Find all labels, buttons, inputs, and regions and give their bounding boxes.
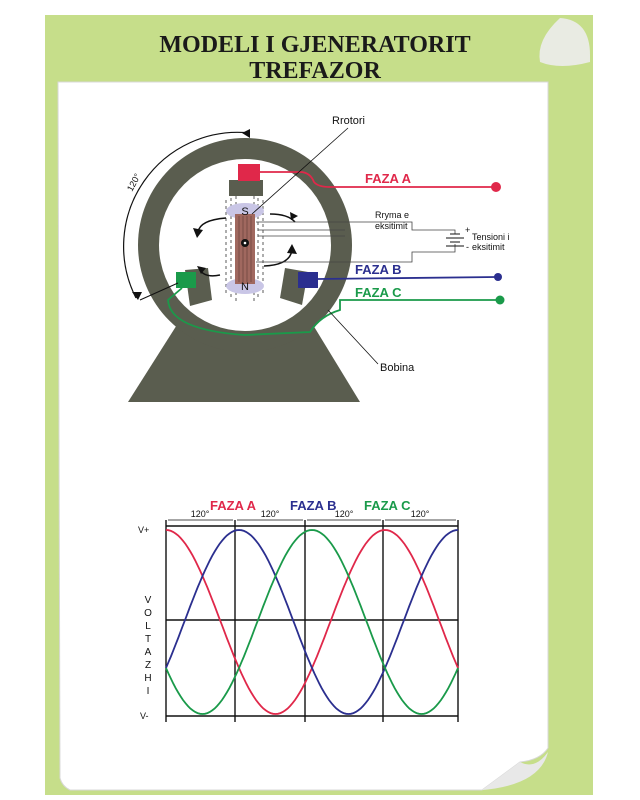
terminal-phase-c [495, 295, 505, 305]
angle-arc-arrowhead-top [242, 129, 250, 138]
label-faza-b: FAZA B [355, 262, 401, 277]
interval-label-1: 120° [191, 509, 210, 519]
label-excitation-current-1: Rryma e [375, 210, 409, 220]
rotation-arrowhead-right [287, 244, 297, 254]
label-rotor: Rrotori [332, 115, 365, 127]
coil-phase-b [298, 272, 318, 288]
battery-minus: - [466, 242, 469, 252]
excitation-battery [446, 233, 464, 247]
y-axis-letter: A [145, 647, 152, 658]
label-excitation-voltage-1: Tensioni i [472, 232, 510, 242]
wave-series-c [165, 529, 459, 715]
paper-fold [539, 18, 590, 66]
excitation-leads [256, 221, 456, 263]
wave-series-group [165, 529, 459, 715]
legend-faza-a: FAZA A [210, 498, 257, 513]
generator-diagram: S N 120° + - [123, 115, 510, 402]
generator-base [128, 320, 360, 402]
label-excitation-voltage-2: eksitimit [472, 242, 505, 252]
wire-phase-c [167, 287, 499, 336]
terminal-phase-a [491, 182, 501, 192]
y-axis-letter: V [145, 595, 152, 606]
interval-label-3: 120° [335, 509, 354, 519]
wave-series-b [165, 529, 459, 715]
y-tick-vplus: V+ [138, 525, 149, 535]
pole-shoe-top [229, 180, 263, 196]
y-tick-vminus: V- [140, 711, 149, 721]
rotation-arrowhead-left [193, 228, 203, 238]
leader-coil [327, 309, 379, 365]
poster-title-line1: MODELI I GJENERATORIT [159, 32, 470, 58]
wire-phase-b [317, 276, 498, 280]
interval-label-2: 120° [261, 509, 280, 519]
label-faza-c: FAZA C [355, 285, 402, 300]
label-excitation-current-2: eksitimit [375, 221, 408, 231]
y-axis-letter: I [147, 686, 150, 697]
interval-label-4: 120° [411, 509, 430, 519]
coil-phase-a [238, 164, 260, 181]
angle-arc-120 [123, 131, 251, 299]
y-axis-letter: H [144, 673, 151, 684]
y-axis-letter: L [145, 621, 151, 632]
label-faza-a: FAZA A [365, 171, 412, 186]
coil-phase-c [176, 272, 196, 288]
battery-plus: + [465, 225, 470, 235]
terminal-phase-b [494, 273, 502, 281]
legend-faza-c: FAZA C [364, 498, 411, 513]
y-axis-letter: T [145, 634, 151, 645]
y-axis-letter: Z [145, 660, 151, 671]
rotation-arrow-upper [269, 213, 296, 223]
paper-curl [482, 752, 548, 790]
leader-rotor [251, 127, 349, 215]
chart-grid [165, 520, 459, 722]
wire-phase-a [259, 171, 495, 188]
poster-title-line2: TREFAZOR [249, 58, 381, 84]
pole-label-s: S [241, 206, 248, 218]
rotor-body [235, 214, 255, 284]
y-axis-letter: O [144, 608, 152, 619]
label-coil: Bobina [380, 362, 415, 374]
legend-faza-b: FAZA B [290, 498, 336, 513]
angle-arc-arrowhead-bottom [132, 292, 142, 300]
pole-label-n: N [241, 281, 249, 293]
three-phase-wave-chart: 120° 120° 120° 120° FAZA A FAZA B FAZA C… [138, 498, 459, 722]
